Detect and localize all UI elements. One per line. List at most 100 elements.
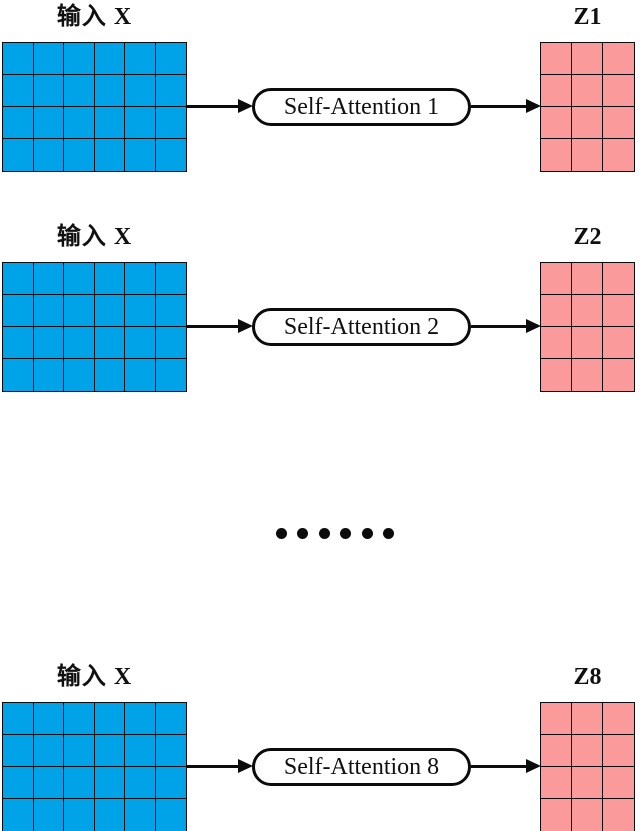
arrow-head-icon bbox=[526, 319, 541, 333]
input-matrix bbox=[2, 702, 187, 831]
ellipsis-dot bbox=[382, 528, 394, 539]
matrix-cell bbox=[541, 139, 572, 171]
matrix-cell bbox=[3, 735, 34, 767]
input-matrix bbox=[2, 42, 187, 172]
matrix-cell bbox=[33, 43, 64, 75]
matrix-cell bbox=[3, 703, 34, 735]
matrix-cell bbox=[572, 327, 603, 359]
arrow-head-icon bbox=[526, 759, 541, 773]
matrix-cell bbox=[541, 767, 572, 799]
matrix-cell bbox=[156, 139, 187, 171]
matrix-cell bbox=[3, 43, 34, 75]
matrix-cell bbox=[541, 107, 572, 139]
matrix-cell bbox=[572, 799, 603, 831]
output-matrix-label: Z8 bbox=[573, 664, 602, 690]
output-matrix bbox=[540, 702, 635, 831]
arrow-line bbox=[187, 325, 239, 328]
arrow-line bbox=[471, 105, 527, 108]
matrix-cell bbox=[572, 359, 603, 391]
matrix-cell bbox=[64, 359, 95, 391]
matrix-cell bbox=[33, 107, 64, 139]
matrix-cell bbox=[3, 263, 34, 295]
matrix-cell bbox=[156, 799, 187, 831]
matrix-cell bbox=[572, 263, 603, 295]
matrix-cell bbox=[94, 327, 125, 359]
matrix-cell bbox=[34, 359, 64, 391]
matrix-cell bbox=[155, 75, 186, 107]
matrix-cell bbox=[33, 767, 64, 799]
output-matrix-label: Z1 bbox=[573, 4, 602, 30]
ellipsis-dot bbox=[297, 528, 309, 539]
matrix-cell bbox=[572, 767, 603, 799]
matrix-cell bbox=[95, 799, 125, 831]
matrix-cell bbox=[64, 263, 95, 295]
arrow-line bbox=[187, 765, 239, 768]
matrix-cell bbox=[64, 799, 95, 831]
matrix-cell bbox=[64, 139, 95, 171]
attention-head-row-1: 输入 X Z1 Self-Attention 1 bbox=[0, 0, 640, 175]
matrix-cell bbox=[603, 107, 634, 139]
matrix-cell bbox=[541, 359, 572, 391]
matrix-cell bbox=[3, 139, 34, 171]
arrow-head-icon bbox=[238, 319, 253, 333]
matrix-cell bbox=[125, 107, 156, 139]
matrix-cell bbox=[125, 75, 156, 107]
matrix-cell bbox=[3, 799, 34, 831]
matrix-cell bbox=[541, 327, 572, 359]
matrix-cell bbox=[94, 735, 125, 767]
matrix-cell bbox=[541, 75, 572, 107]
arrow-line bbox=[187, 105, 239, 108]
matrix-cell bbox=[603, 703, 634, 735]
matrix-cell bbox=[125, 139, 156, 171]
matrix-cell bbox=[94, 295, 125, 327]
arrow-head-icon bbox=[526, 99, 541, 113]
arrow-line bbox=[471, 765, 527, 768]
matrix-cell bbox=[541, 263, 572, 295]
matrix-cell bbox=[572, 43, 603, 75]
matrix-cell bbox=[603, 327, 634, 359]
matrix-cell bbox=[33, 295, 64, 327]
arrow-line bbox=[471, 325, 527, 328]
matrix-cell bbox=[541, 43, 572, 75]
matrix-cell bbox=[94, 107, 125, 139]
matrix-cell bbox=[155, 107, 186, 139]
matrix-cell bbox=[603, 295, 634, 327]
self-attention-label: Self-Attention 8 bbox=[283, 753, 440, 780]
matrix-cell bbox=[155, 735, 186, 767]
matrix-cell bbox=[572, 139, 603, 171]
matrix-cell bbox=[94, 263, 125, 295]
matrix-cell bbox=[94, 703, 125, 735]
matrix-cell bbox=[64, 295, 95, 327]
output-matrix bbox=[540, 262, 635, 392]
matrix-cell bbox=[572, 735, 603, 767]
input-matrix-label: 输入 X bbox=[56, 664, 133, 690]
matrix-cell bbox=[541, 295, 572, 327]
matrix-cell bbox=[125, 359, 156, 391]
self-attention-label: Self-Attention 2 bbox=[283, 313, 440, 340]
attention-head-row-8: 输入 X Z8 Self-Attention 8 bbox=[0, 660, 640, 831]
ellipsis-dot bbox=[276, 528, 287, 539]
matrix-cell bbox=[603, 359, 634, 391]
matrix-cell bbox=[64, 75, 95, 107]
matrix-cell bbox=[155, 327, 186, 359]
matrix-cell bbox=[603, 263, 634, 295]
matrix-cell bbox=[155, 295, 186, 327]
matrix-cell bbox=[572, 703, 603, 735]
matrix-cell bbox=[64, 43, 95, 75]
matrix-cell bbox=[94, 43, 125, 75]
self-attention-label: Self-Attention 1 bbox=[283, 93, 440, 120]
matrix-cell bbox=[94, 767, 125, 799]
matrix-cell bbox=[3, 295, 34, 327]
matrix-cell bbox=[3, 107, 34, 139]
input-matrix-label: 输入 X bbox=[56, 4, 133, 30]
matrix-cell bbox=[3, 767, 34, 799]
matrix-cell bbox=[64, 767, 95, 799]
matrix-cell bbox=[603, 75, 634, 107]
matrix-cell bbox=[603, 43, 634, 75]
matrix-cell bbox=[155, 263, 186, 295]
matrix-cell bbox=[541, 703, 572, 735]
matrix-cell bbox=[155, 43, 186, 75]
matrix-cell bbox=[603, 139, 634, 171]
arrow-head-icon bbox=[238, 759, 253, 773]
